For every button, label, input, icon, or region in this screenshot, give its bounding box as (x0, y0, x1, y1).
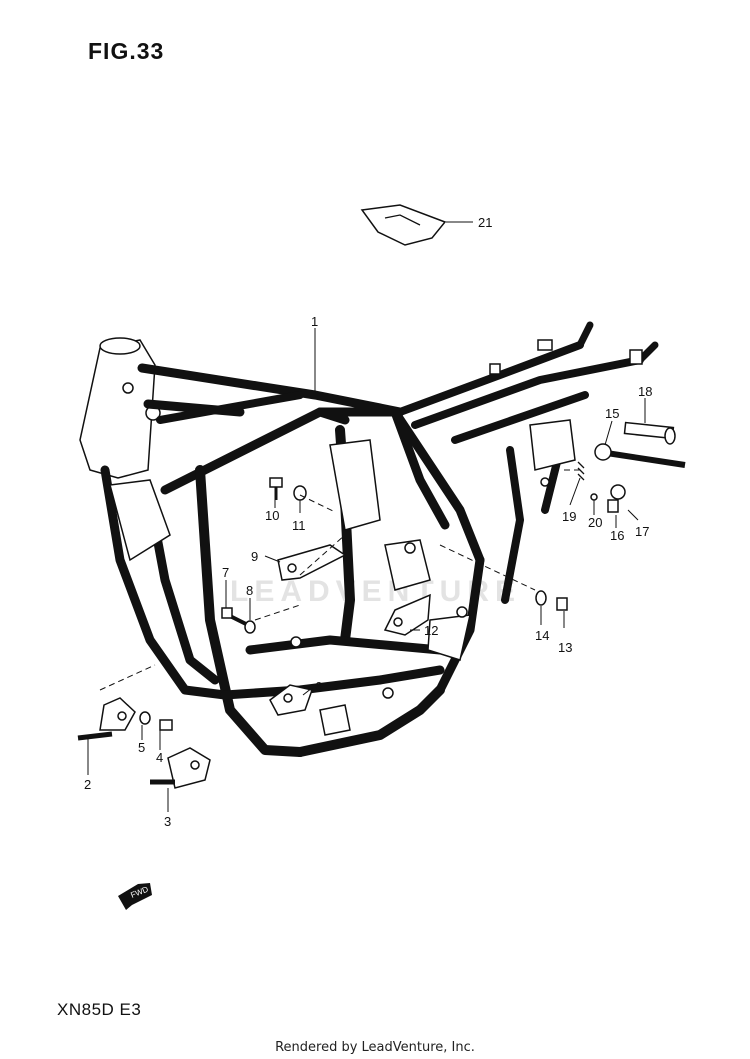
part-15-axle (594, 443, 686, 468)
watermark: LEADVENTURE (230, 575, 522, 608)
callout-21: 21 (478, 215, 492, 230)
part-16-17-fitting (607, 484, 626, 513)
part-2-bracket (77, 697, 136, 741)
model-code: XN85D E3 (57, 1000, 142, 1019)
callout-19: 19 (562, 509, 576, 524)
callout-7: 7 (222, 565, 229, 580)
callout-9: 9 (251, 549, 258, 564)
part-19-spring (577, 461, 585, 481)
callout-20: 20 (588, 515, 602, 530)
callout-6: 6 (315, 679, 322, 694)
callout-10: 10 (265, 508, 279, 523)
callout-5: 5 (138, 740, 145, 755)
callout-3: 3 (164, 814, 171, 829)
callout-8: 8 (246, 583, 253, 598)
part-9-bracket (277, 544, 347, 581)
callout-13: 13 (558, 640, 572, 655)
part-18-bolt (623, 421, 676, 445)
steering-head (79, 339, 156, 479)
callout-15: 15 (605, 406, 619, 421)
part-3-bracket (150, 747, 211, 789)
callout-4: 4 (156, 750, 163, 765)
callout-18: 18 (638, 384, 652, 399)
callout-16: 16 (610, 528, 624, 543)
figure-title: FIG.33 (88, 38, 165, 64)
callout-11: 11 (292, 518, 306, 533)
part-21-cover (360, 204, 447, 246)
main-frame (79, 321, 659, 757)
callout-2: 2 (84, 777, 91, 792)
callout-17: 17 (635, 524, 649, 539)
callout-14: 14 (535, 628, 549, 643)
fwd-arrow-icon: FWD (118, 883, 152, 910)
part-10-bolt (269, 477, 283, 500)
callout-1: 1 (311, 314, 318, 329)
footer-credit: Rendered by LeadVenture, Inc. (275, 1040, 475, 1055)
callout-12: 12 (424, 623, 438, 638)
